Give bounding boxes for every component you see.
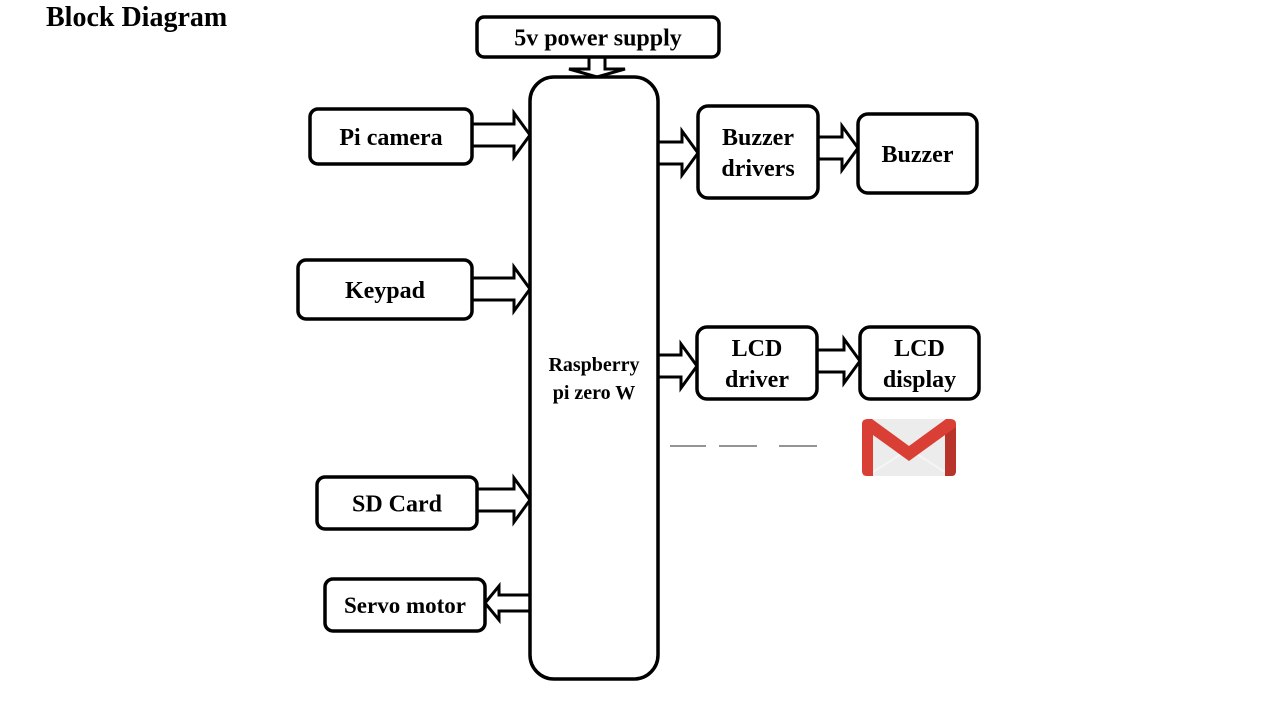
edges-layer [470,55,862,625]
node-label: Buzzer [722,125,794,151]
node-label: LCD [894,336,945,362]
arrow-buzzer-drivers-to-buzzer [816,121,860,175]
node-box [323,577,487,633]
gmail-icon [862,419,956,476]
node-box [528,75,660,681]
node-label: Raspberry [548,354,639,376]
node-buzzer-drivers: Buzzer drivers [696,104,820,200]
node-label: SD Card [352,491,443,517]
arrow-pi-to-servo [483,581,532,625]
node-keypad: Keypad [296,258,474,321]
arrow-keypad-to-pi [470,262,532,316]
node-label: Keypad [345,278,426,304]
arrow-camera-to-pi [470,108,532,162]
node-box [858,325,981,401]
node-label: Buzzer [882,142,954,168]
node-box [856,112,979,195]
arrow-pi-to-lcd-driver [656,339,699,393]
node-label: drivers [721,156,794,182]
arrow-pi-to-buzzer-drivers [656,126,700,180]
node-buzzer: Buzzer [856,112,979,195]
arrow-power-to-pi [568,55,626,79]
node-label: Pi camera [339,125,442,151]
node-lcd-display: LCD display [858,325,981,401]
node-sdcard: SD Card [315,475,479,531]
node-box [696,104,820,200]
node-label: display [883,367,956,393]
node-label: pi zero W [553,382,636,404]
node-label: LCD [732,336,783,362]
node-label: driver [725,367,789,393]
node-camera: Pi camera [308,107,474,166]
node-lcd-driver: LCD driver [695,325,819,401]
node-box [315,475,479,531]
arrow-lcd-driver-to-lcd-display [815,334,862,388]
diagram-title: Block Diagram [46,2,228,33]
node-box [695,325,819,401]
node-pi: Raspberry pi zero W [528,75,660,681]
node-servo: Servo motor [323,577,487,633]
node-label: Servo motor [344,593,466,618]
node-box [475,15,721,59]
node-power: 5v power supply [475,15,721,59]
node-label: 5v power supply [514,25,682,51]
node-box [308,107,474,166]
arrow-sdcard-to-pi [475,473,532,527]
node-box [296,258,474,321]
